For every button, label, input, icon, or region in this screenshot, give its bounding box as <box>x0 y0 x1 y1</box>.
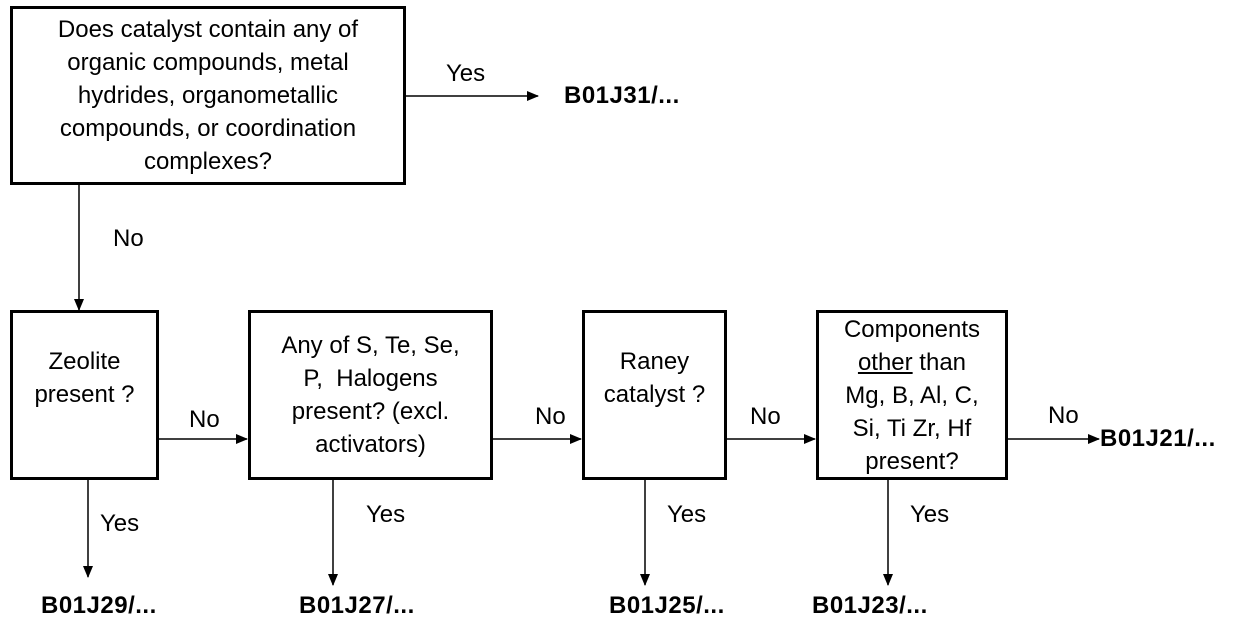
q1-line-5: complexes? <box>144 148 272 175</box>
q2-line-1: Zeolite <box>48 348 120 375</box>
outcome-b01j27: B01J27/... <box>299 592 415 620</box>
label-no-q1: No <box>113 225 144 253</box>
q5-underlined-word: other <box>858 349 913 376</box>
label-yes-q2: Yes <box>100 510 139 538</box>
q3-line-3: present? (excl. <box>292 398 449 425</box>
label-yes-q3: Yes <box>366 501 405 529</box>
q5-line-2: other than <box>858 349 966 376</box>
q5-line-1: Components <box>844 316 980 343</box>
label-yes-q1: Yes <box>446 60 485 88</box>
q2-line-2: present ? <box>34 381 134 408</box>
label-no-q5: No <box>1048 402 1079 430</box>
label-yes-q4: Yes <box>667 501 706 529</box>
label-no-q2: No <box>189 406 220 434</box>
q4-line-2: catalyst ? <box>604 381 705 408</box>
q1-line-4: compounds, or coordination <box>60 115 356 142</box>
q1-line-1: Does catalyst contain any of <box>58 16 358 43</box>
outcome-b01j31: B01J31/... <box>564 82 680 110</box>
q1-line-2: organic compounds, metal <box>67 49 348 76</box>
decision-box-other-components: Components other than Mg, B, Al, C, Si, … <box>816 310 1008 480</box>
decision-box-sulfur-halogens: Any of S, Te, Se, P, Halogens present? (… <box>248 310 493 480</box>
q5-line-2-rest: than <box>913 349 966 376</box>
q4-line-1: Raney <box>620 348 689 375</box>
q3-line-2: P, Halogens <box>303 365 437 392</box>
q5-line-3: Mg, B, Al, C, <box>845 382 978 409</box>
q1-line-3: hydrides, organometallic <box>78 82 338 109</box>
decision-box-zeolite: Zeolite present ? <box>10 310 159 480</box>
outcome-b01j21: B01J21/... <box>1100 425 1216 453</box>
decision-box-organic-compounds: Does catalyst contain any of organic com… <box>10 6 406 185</box>
outcome-b01j29: B01J29/... <box>41 592 157 620</box>
label-no-q4: No <box>750 403 781 431</box>
outcome-b01j25: B01J25/... <box>609 592 725 620</box>
q3-line-1: Any of S, Te, Se, <box>281 332 459 359</box>
label-yes-q5: Yes <box>910 501 949 529</box>
q3-line-4: activators) <box>315 431 426 458</box>
q5-line-4: Si, Ti Zr, Hf <box>853 415 972 442</box>
q5-line-5: present? <box>865 448 958 475</box>
decision-box-raney: Raney catalyst ? <box>582 310 727 480</box>
label-no-q3: No <box>535 403 566 431</box>
outcome-b01j23: B01J23/... <box>812 592 928 620</box>
